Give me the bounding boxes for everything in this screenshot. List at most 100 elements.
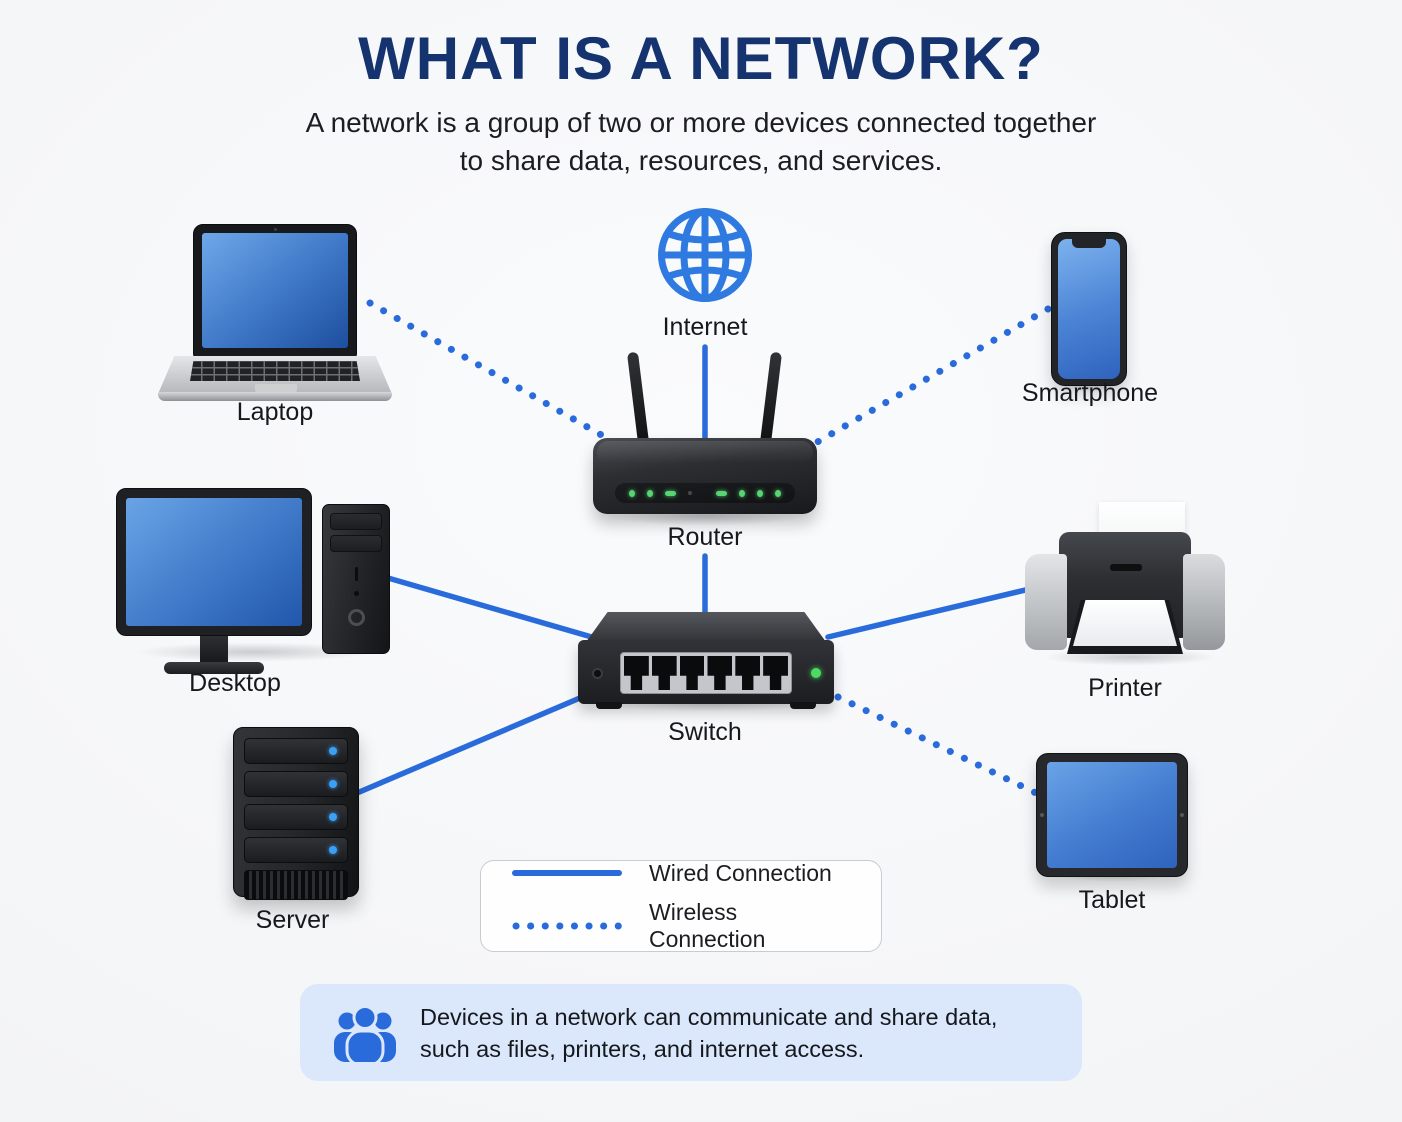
connection-server-switch: [354, 689, 597, 796]
legend-row-wired: Wired Connection: [511, 860, 851, 887]
router-led: [647, 489, 654, 497]
internet-globe-icon: [658, 208, 752, 302]
wireless-connection-label: Wireless Connection: [649, 898, 766, 952]
node-switch: [578, 612, 834, 712]
wired-connection-label: Wired Connection: [649, 859, 832, 886]
server-bay-led: [329, 813, 337, 821]
laptop-screen-bezel: [193, 224, 357, 358]
server-bay-led: [329, 747, 337, 755]
node-desktop: [116, 488, 392, 678]
people-group-icon: [334, 1004, 396, 1062]
legend-box: Wired Connection Wireless Connection: [480, 860, 882, 952]
router-label: Router: [667, 523, 743, 551]
connection-switch-tablet-wireless: [834, 693, 1042, 798]
ethernet-port: [707, 656, 733, 690]
callout-line-2: such as files, printers, and internet ac…: [420, 1035, 865, 1062]
smartphone-notch: [1072, 239, 1106, 248]
callout-text: Devices in a network can communicate and…: [420, 1001, 997, 1065]
server-bay-led: [329, 846, 337, 854]
ethernet-port: [763, 656, 788, 690]
tablet-body: [1036, 753, 1188, 877]
internet-label: Internet: [662, 313, 748, 341]
connection-laptop-router-wireless: [366, 299, 630, 453]
desktop-tower-bay: [330, 513, 382, 530]
printer-side-panel-left: [1025, 554, 1067, 650]
callout-line-1: Devices in a network can communicate and…: [420, 1003, 998, 1030]
node-server: [233, 727, 359, 900]
router-led: [738, 489, 745, 497]
router-led: [774, 489, 782, 497]
router-body: [593, 438, 817, 514]
server-body: [233, 727, 359, 900]
desktop-tower-slit: [354, 567, 358, 581]
printer-side-panel-right: [1183, 554, 1225, 650]
smartphone-screen: [1058, 239, 1120, 379]
router-led: [665, 490, 677, 496]
subtitle-line-2: to share data, resources, and services.: [459, 145, 943, 176]
tablet-camera-dot: [1040, 813, 1044, 817]
router-led: [715, 490, 727, 496]
wired-line-sample: [512, 870, 622, 876]
node-internet: [655, 205, 755, 305]
connection-desktop-switch: [385, 575, 605, 643]
laptop-camera-dot: [274, 228, 277, 231]
desktop-monitor-screen: [126, 498, 302, 626]
switch-label: Switch: [668, 718, 742, 746]
printer-output-tray: [1067, 600, 1183, 654]
desktop-tower-button: [353, 591, 359, 596]
printer-label: Printer: [1088, 674, 1162, 702]
switch-foot: [790, 702, 816, 709]
subtitle-line-1: A network is a group of two or more devi…: [305, 107, 1097, 138]
laptop-trackpad: [255, 384, 297, 392]
desktop-tower: [322, 504, 390, 654]
server-drive-bay: [244, 837, 348, 863]
tablet-camera-dot: [1180, 813, 1184, 817]
desktop-monitor-neck: [200, 636, 228, 664]
legend-row-wireless: Wireless Connection: [511, 899, 851, 953]
laptop-label: Laptop: [236, 398, 314, 426]
server-label: Server: [255, 906, 330, 934]
node-router: [593, 350, 817, 518]
callout-box: Devices in a network can communicate and…: [300, 984, 1082, 1081]
node-laptop: [158, 224, 392, 402]
router-led: [629, 489, 636, 497]
switch-power-led: [811, 668, 821, 678]
laptop-keyboard: [190, 361, 360, 381]
switch-top-face: [586, 612, 826, 642]
node-smartphone: [1051, 232, 1127, 386]
ethernet-port: [679, 656, 705, 690]
wireless-line-sample: [512, 922, 623, 929]
switch-screw: [592, 668, 603, 679]
tablet-label: Tablet: [1078, 886, 1146, 914]
server-drive-bay: [244, 738, 348, 764]
ethernet-port: [651, 656, 677, 690]
printer-output-paper: [1073, 600, 1177, 646]
switch-foot: [596, 702, 622, 709]
laptop-screen: [202, 233, 348, 348]
server-drive-bay: [244, 771, 348, 797]
smartphone-label: Smartphone: [1021, 379, 1159, 407]
tablet-screen: [1047, 762, 1177, 868]
connection-switch-printer: [825, 584, 1041, 640]
router-button-dot: [688, 491, 692, 495]
server-bay-led: [329, 780, 337, 788]
server-drive-bay: [244, 804, 348, 830]
connection-smartphone-router-wireless: [796, 305, 1052, 456]
node-tablet: [1036, 753, 1188, 877]
page-subtitle: A network is a group of two or more devi…: [0, 104, 1402, 180]
desktop-label: Desktop: [189, 669, 281, 697]
desktop-tower-logo: [347, 609, 365, 626]
server-vent-grille: [244, 870, 348, 900]
printer-front-slot: [1110, 564, 1142, 571]
smartphone-body: [1051, 232, 1127, 386]
switch-port-strip: [620, 652, 792, 694]
page-title: WHAT IS A NETWORK?: [358, 25, 1044, 92]
ethernet-port: [735, 656, 761, 690]
laptop-base: [158, 392, 392, 401]
desktop-monitor-base: [164, 662, 264, 674]
ethernet-port: [624, 656, 649, 690]
router-led: [756, 489, 763, 497]
desktop-shadow: [130, 642, 380, 662]
